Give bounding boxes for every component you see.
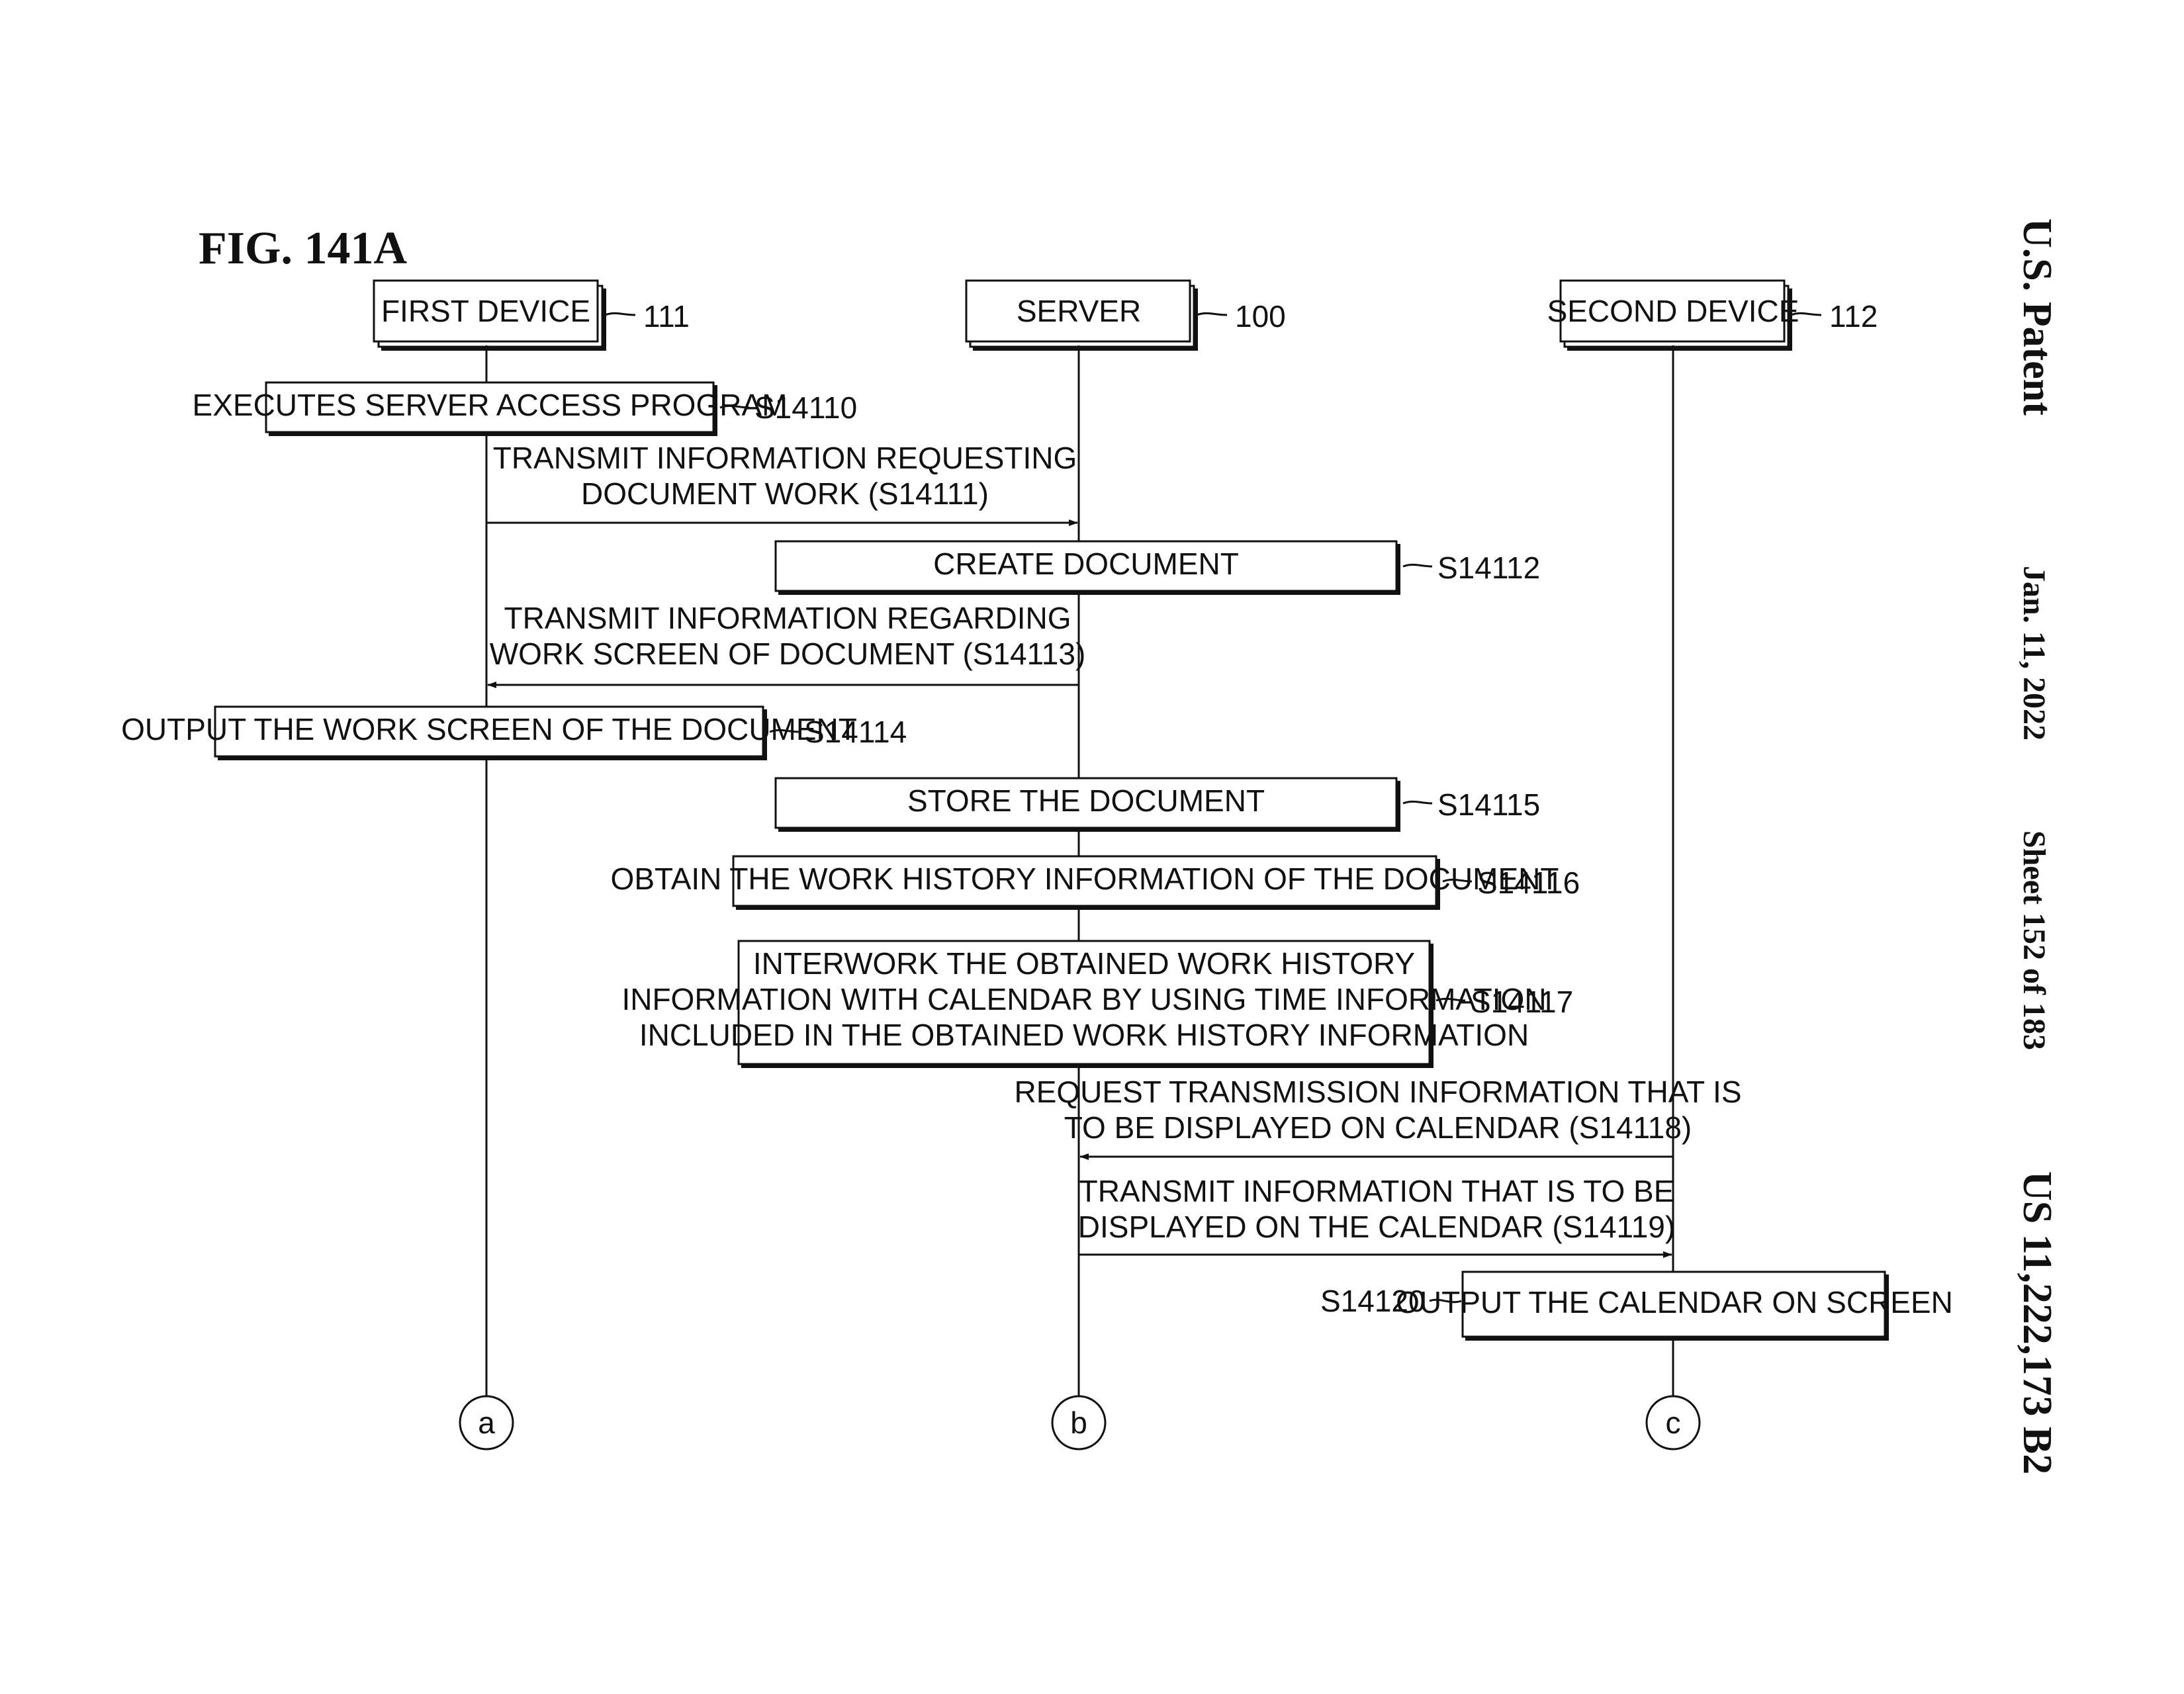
step-ref: S14115 — [1437, 787, 1540, 822]
step-ref: S14116 — [1477, 866, 1580, 900]
step-ref: S14110 — [754, 390, 857, 425]
lifeline-header-server: SERVER 100 — [965, 279, 1286, 351]
message-text-line: WORK SCREEN OF DOCUMENT (S14113) — [490, 637, 1086, 671]
message-text-line: TO BE DISPLAYED ON CALENDAR (S14118) — [1064, 1110, 1692, 1145]
message-text-line: TRANSMIT INFORMATION THAT IS TO BE — [1079, 1174, 1674, 1208]
patent-date: Jan. 11, 2022 — [2017, 566, 2052, 740]
step-box-s14115: STORE THE DOCUMENT S14115 — [774, 777, 1540, 832]
step-text: OUTPUT THE CALENDAR ON SCREEN — [1396, 1285, 1953, 1319]
lifeline-ref: 112 — [1829, 299, 1878, 334]
step-box-s14117: INTERWORK THE OBTAINED WORK HISTORY INFO… — [621, 940, 1573, 1068]
message-text-line: TRANSMIT INFORMATION REQUESTING — [493, 441, 1077, 475]
step-box-s14120: S14120 OUTPUT THE CALENDAR ON SCREEN — [1320, 1270, 1953, 1341]
message-text-line: TRANSMIT INFORMATION REGARDING — [504, 601, 1071, 635]
message-text-line: DOCUMENT WORK (S14111) — [581, 476, 989, 511]
connector-a: a — [459, 1395, 514, 1450]
step-box-s14112: CREATE DOCUMENT S14112 — [774, 540, 1540, 595]
message-text-line: DISPLAYED ON THE CALENDAR (S14119) — [1078, 1210, 1675, 1244]
message-s14119: TRANSMIT INFORMATION THAT IS TO BE DISPL… — [1078, 1174, 1675, 1258]
message-s14113: TRANSMIT INFORMATION REGARDING WORK SCRE… — [487, 601, 1086, 688]
lifeline-label: SERVER — [1017, 294, 1141, 328]
lifeline-header-second-device: SECOND DEVICE 112 — [1547, 279, 1878, 351]
step-text: OUTPUT THE WORK SCREEN OF THE DOCUMENT — [121, 712, 857, 746]
patent-sheet: Sheet 152 of 183 — [2017, 830, 2052, 1050]
patent-header: U.S. Patent Jan. 11, 2022 Sheet 152 of 1… — [2015, 218, 2060, 1474]
patent-number: US 11,222,173 B2 — [2015, 1171, 2060, 1474]
step-box-s14114: OUTPUT THE WORK SCREEN OF THE DOCUMENT S… — [121, 705, 907, 760]
message-s14118: REQUEST TRANSMISSION INFORMATION THAT IS… — [1014, 1075, 1742, 1160]
lifeline-header-first-device: FIRST DEVICE 111 — [373, 279, 690, 351]
step-box-s14116: OBTAIN THE WORK HISTORY INFORMATION OF T… — [611, 855, 1580, 910]
step-ref: S14117 — [1471, 985, 1573, 1019]
step-box-s14110: EXECUTES SERVER ACCESS PROGRAM S14110 — [193, 381, 857, 436]
step-ref: S14120 — [1320, 1284, 1426, 1318]
step-text: EXECUTES SERVER ACCESS PROGRAM — [193, 388, 788, 422]
message-text-line: REQUEST TRANSMISSION INFORMATION THAT IS — [1014, 1075, 1741, 1109]
step-ref: S14112 — [1437, 551, 1540, 585]
connector-b: b — [1051, 1395, 1107, 1450]
step-text: OBTAIN THE WORK HISTORY INFORMATION OF T… — [611, 862, 1559, 896]
figure-label: FIG. 141A — [199, 223, 407, 274]
connector-c: c — [1645, 1395, 1701, 1450]
message-s14111: TRANSMIT INFORMATION REQUESTING DOCUMENT… — [486, 441, 1078, 526]
step-text: CREATE DOCUMENT — [933, 547, 1239, 581]
step-text-line: INCLUDED IN THE OBTAINED WORK HISTORY IN… — [639, 1018, 1529, 1052]
lifeline-ref: 111 — [643, 299, 690, 334]
connector-label: c — [1666, 1405, 1681, 1440]
lifeline-label: SECOND DEVICE — [1547, 294, 1799, 328]
lifeline-ref: 100 — [1235, 299, 1286, 334]
connector-label: a — [478, 1405, 495, 1440]
step-text: STORE THE DOCUMENT — [907, 783, 1265, 818]
patent-title: U.S. Patent — [2015, 218, 2060, 416]
step-text-line: INFORMATION WITH CALENDAR BY USING TIME … — [621, 982, 1546, 1016]
connector-label: b — [1070, 1405, 1087, 1440]
lifeline-label: FIRST DEVICE — [381, 294, 590, 328]
step-text-line: INTERWORK THE OBTAINED WORK HISTORY — [753, 946, 1415, 981]
step-ref: S14114 — [804, 715, 907, 749]
